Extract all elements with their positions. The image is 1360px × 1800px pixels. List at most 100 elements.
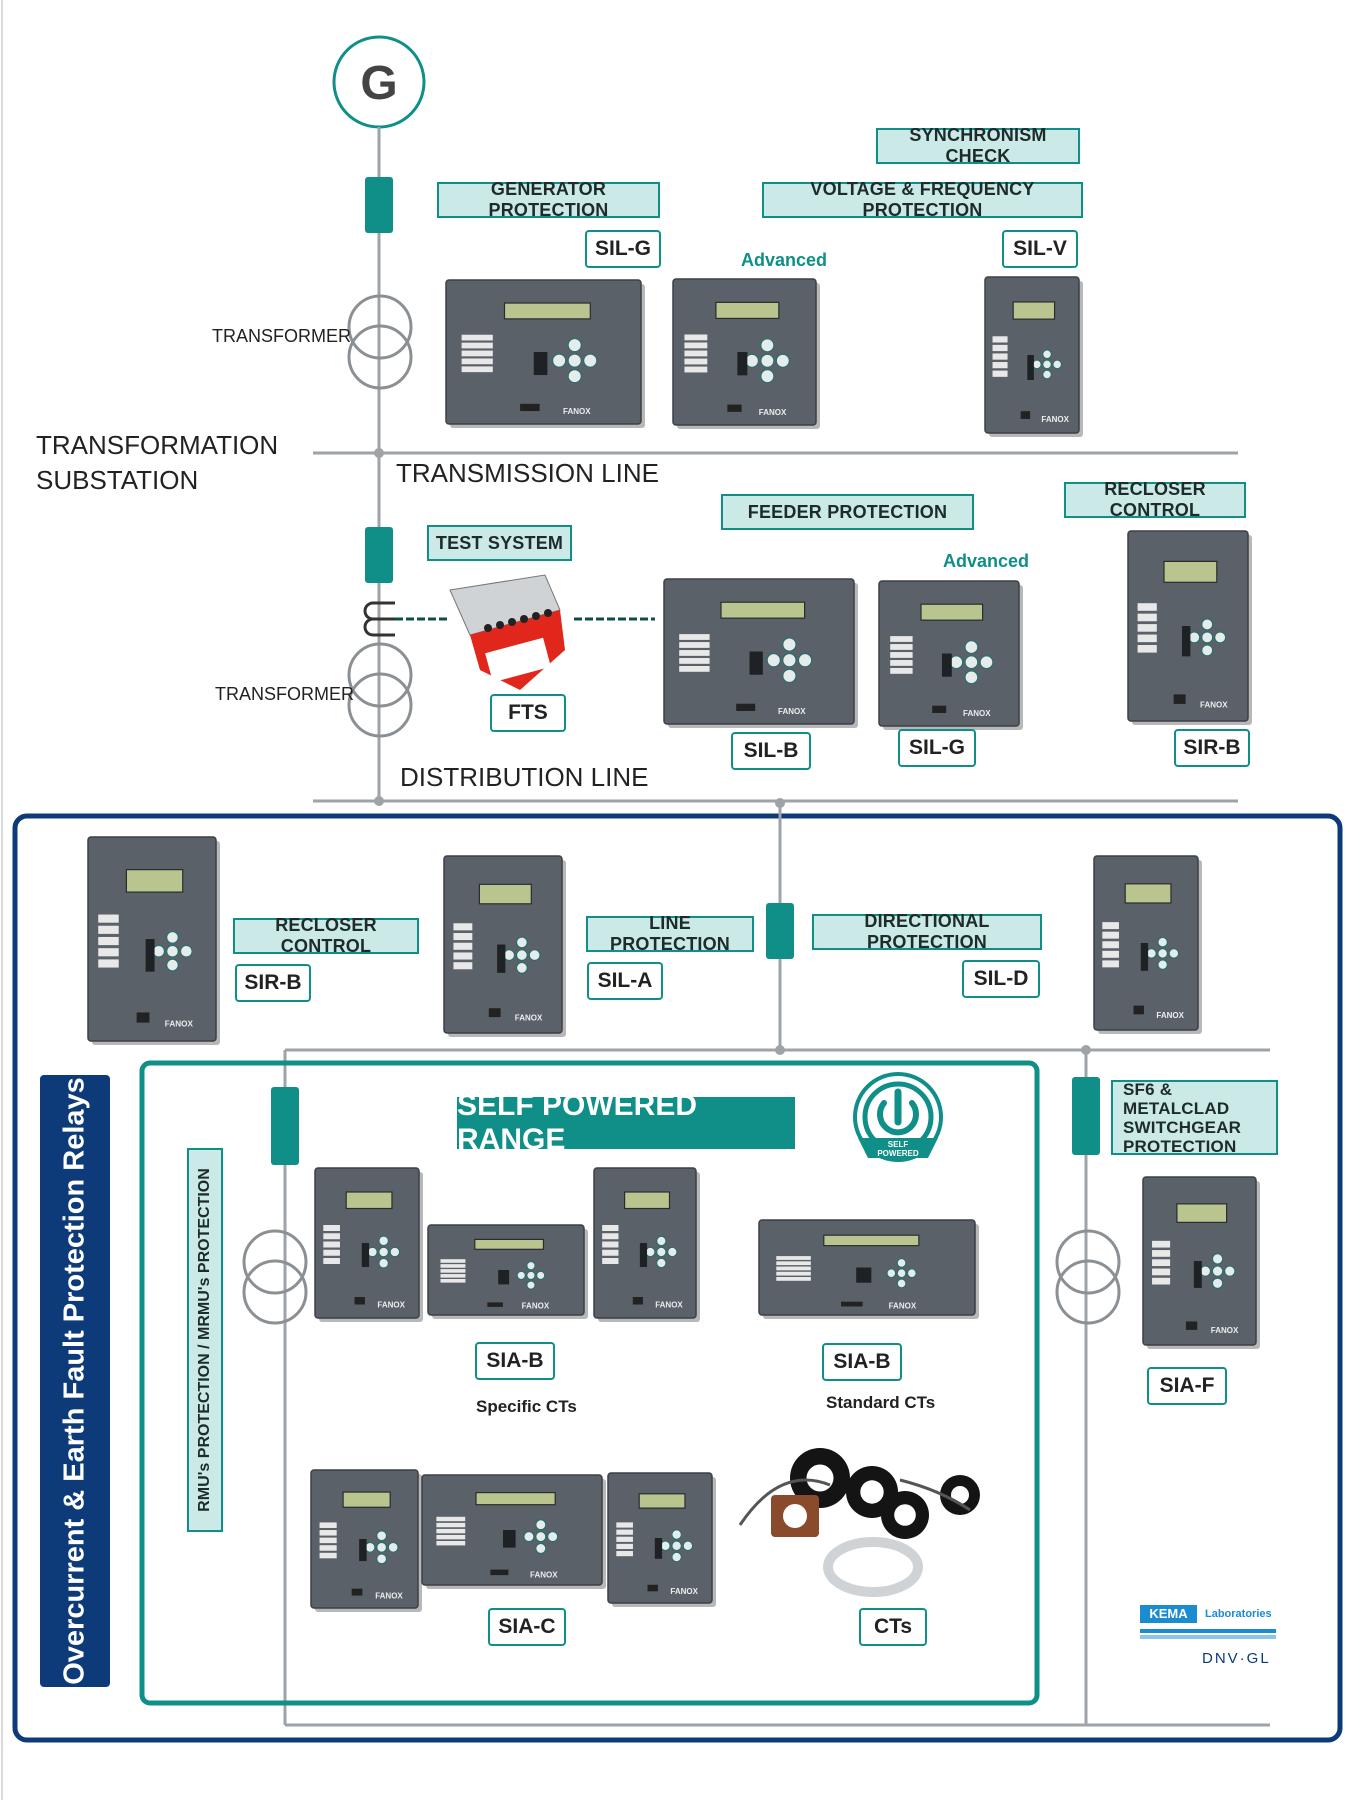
sia-c-relay-3: FANOX (607, 1472, 716, 1607)
sil-g-top-code: SIL-G (585, 230, 661, 268)
bus-node-2 (374, 796, 384, 806)
power-icon-arc (877, 1100, 919, 1136)
vertical-title-box (40, 1075, 110, 1687)
sia-b-standard-relay: FANOX (758, 1219, 979, 1319)
bus-node-3 (775, 798, 785, 808)
relay-display (1012, 301, 1056, 320)
transformer-2-coil-b (347, 672, 413, 738)
voltage-frequency-label: VOLTAGE & FREQUENCY PROTECTION (762, 179, 1083, 220)
relay-display (475, 1491, 556, 1506)
relay-display (503, 302, 591, 320)
transmission-line-label: TRANSMISSION LINE (396, 458, 659, 488)
sia-f-relay: FANOX (1142, 1176, 1260, 1349)
sil-d-code: SIL-D (962, 960, 1040, 998)
relay-display (478, 883, 532, 905)
relay-display (342, 1491, 391, 1508)
sil-g-advanced-relay-mid: FANOX (878, 580, 1023, 730)
specific-cts-label: Specific CTs (476, 1397, 577, 1416)
sil-g-advanced-relay-top: FANOX (672, 278, 820, 429)
advanced-label-1: Advanced (741, 250, 828, 270)
vertical-title: Overcurrent & Earth Fault Protection Rel… (58, 1077, 91, 1685)
sir-b-relay-bottom: FANOX (87, 836, 220, 1045)
rmu-protection-label: RMU's PROTECTION / MRMU's PROTECTION (196, 1168, 213, 1512)
self-powered-range-title: SELF POWERED RANGE (457, 1089, 795, 1156)
sia-b-specific-relay-3: FANOX (593, 1167, 700, 1322)
relay-display (474, 1238, 545, 1250)
sir-b-relay-top: FANOX (1127, 530, 1252, 725)
device-brand-text: FANOX (522, 1302, 550, 1311)
relay-display (1176, 1203, 1228, 1223)
device-brand-text: FANOX (655, 1301, 683, 1310)
transformer-3-coil-b (242, 1259, 308, 1325)
sia-c-relay-2: FANOX (421, 1474, 606, 1589)
directional-protection-label: DIRECTIONAL PROTECTION (812, 911, 1042, 952)
transformer-4-coil-a (1055, 1229, 1121, 1295)
sia-c-code: SIA-C (488, 1608, 566, 1646)
sil-g-mid-code: SIL-G (898, 729, 976, 767)
transformer-1-label: TRANSFORMER (212, 326, 351, 346)
device-brand-text: FANOX (778, 707, 806, 716)
sia-b-specific-relay-2: FANOX (427, 1224, 588, 1319)
advanced-label-2: Advanced (943, 551, 1030, 571)
breaker-3 (766, 903, 794, 959)
current-transformers-image (738, 1448, 980, 1597)
relay-display (1163, 560, 1218, 583)
sil-b-relay: FANOX (663, 578, 858, 728)
transformer-1-coil-a (347, 294, 413, 360)
sia-b-standard-code: SIA-B (822, 1343, 902, 1381)
relay-display (638, 1493, 686, 1509)
kema-stripe-2 (1140, 1635, 1276, 1639)
kema-stripe-1 (1140, 1629, 1276, 1633)
line-protection-label: LINE PROTECTION (586, 913, 754, 954)
breaker-4 (271, 1087, 299, 1165)
kema-badge: KEMA (1140, 1605, 1197, 1623)
transformer-2-coil-a (347, 642, 413, 708)
sil-d-relay: FANOX (1093, 855, 1202, 1034)
substation-label-line2: SUBSTATION (36, 465, 199, 495)
generator-protection-relay: FANOX (445, 279, 645, 428)
sia-f-code: SIA-F (1147, 1367, 1227, 1405)
sir-b-top-code: SIR-B (1174, 729, 1250, 767)
substation-label-line1: TRANSFORMATION (36, 430, 279, 460)
sf6-label-line1: SF6 & METALCLAD (1123, 1079, 1230, 1118)
device-brand-text: FANOX (1156, 1011, 1184, 1020)
sil-b-code: SIL-B (731, 732, 811, 770)
relay-display (623, 1191, 671, 1210)
standard-cts-label: Standard CTs (826, 1393, 936, 1412)
relay-display (920, 603, 984, 621)
bus-node-4 (775, 1045, 785, 1055)
relay-display (1124, 883, 1172, 904)
device-brand-text: FANOX (377, 1301, 405, 1310)
breaker-2 (365, 527, 393, 583)
badge-ribbon (858, 1138, 938, 1158)
fts-test-system-image (449, 574, 565, 690)
sf6-label-line3: PROTECTION (1123, 1136, 1237, 1156)
transformer-1-coil-b (347, 324, 413, 390)
device-brand-text: FANOX (963, 709, 991, 718)
device-brand-text: FANOX (1041, 415, 1069, 424)
sil-v-relay: FANOX (984, 276, 1083, 437)
sia-b-specific-relay-1: FANOX (314, 1167, 423, 1322)
generator-protection-label: GENERATOR PROTECTION (437, 179, 660, 220)
device-brand-text: FANOX (515, 1014, 543, 1023)
generator-symbol: G (360, 57, 397, 110)
breaker-5 (1072, 1077, 1100, 1155)
relay-display (720, 601, 806, 619)
transformer-3-coil-a (242, 1229, 308, 1295)
self-powered-badge-text: SELF POWERED (877, 1140, 919, 1158)
relay-display (715, 301, 780, 320)
device-brand-text: FANOX (670, 1587, 698, 1596)
device-brand-text: FANOX (530, 1570, 558, 1579)
relay-display (125, 869, 184, 893)
relay-display (823, 1234, 920, 1247)
device-brand-text: FANOX (1211, 1326, 1239, 1335)
device-brand-text: FANOX (759, 408, 787, 417)
sia-c-relay-1: FANOX (310, 1469, 422, 1612)
protection-relays-panel (12, 813, 1343, 1743)
test-system-label: TEST SYSTEM (427, 525, 572, 561)
recloser-control-top-label: RECLOSER CONTROL (1064, 479, 1246, 520)
feeder-protection-label: FEEDER PROTECTION (721, 494, 974, 530)
rmu-protection-box (187, 1148, 223, 1532)
